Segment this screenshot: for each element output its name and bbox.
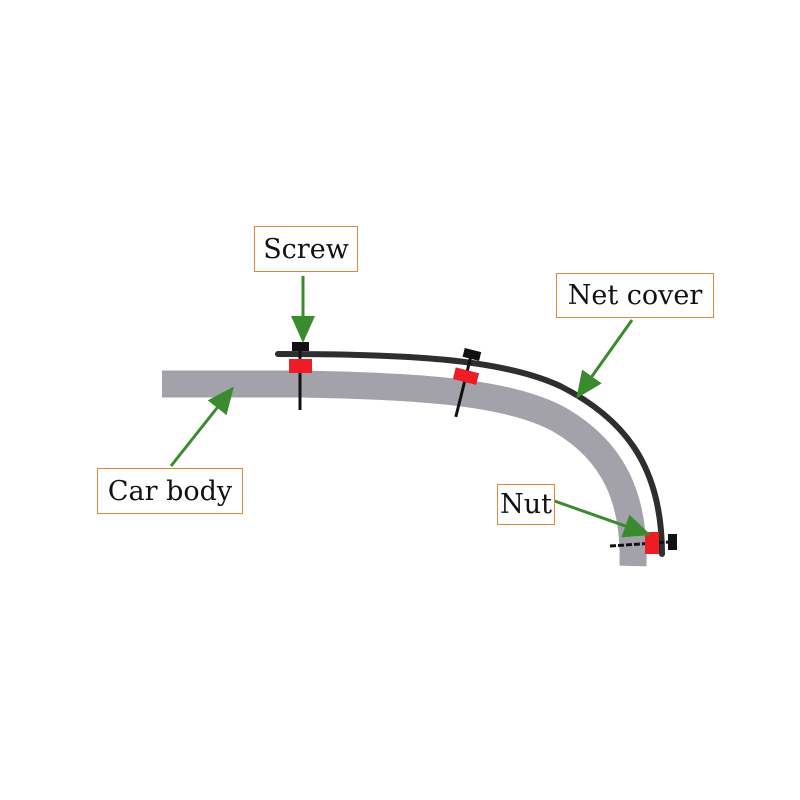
nut-label: Nut xyxy=(497,484,555,525)
screw-label: Screw xyxy=(254,226,358,272)
car-body xyxy=(162,370,647,567)
nut-block-left xyxy=(289,359,312,373)
net-cover-arrow xyxy=(576,319,634,399)
nut-block-middle xyxy=(452,367,480,385)
net-cover xyxy=(275,351,665,557)
screw-left xyxy=(289,342,312,410)
screw-bottom xyxy=(609,532,677,554)
net-cover-label: Net cover xyxy=(556,273,714,318)
car-body-arrow xyxy=(169,386,234,467)
screw-middle xyxy=(452,347,482,418)
car-body-label: Car body xyxy=(97,468,243,514)
nut-block-bottom xyxy=(645,532,659,554)
